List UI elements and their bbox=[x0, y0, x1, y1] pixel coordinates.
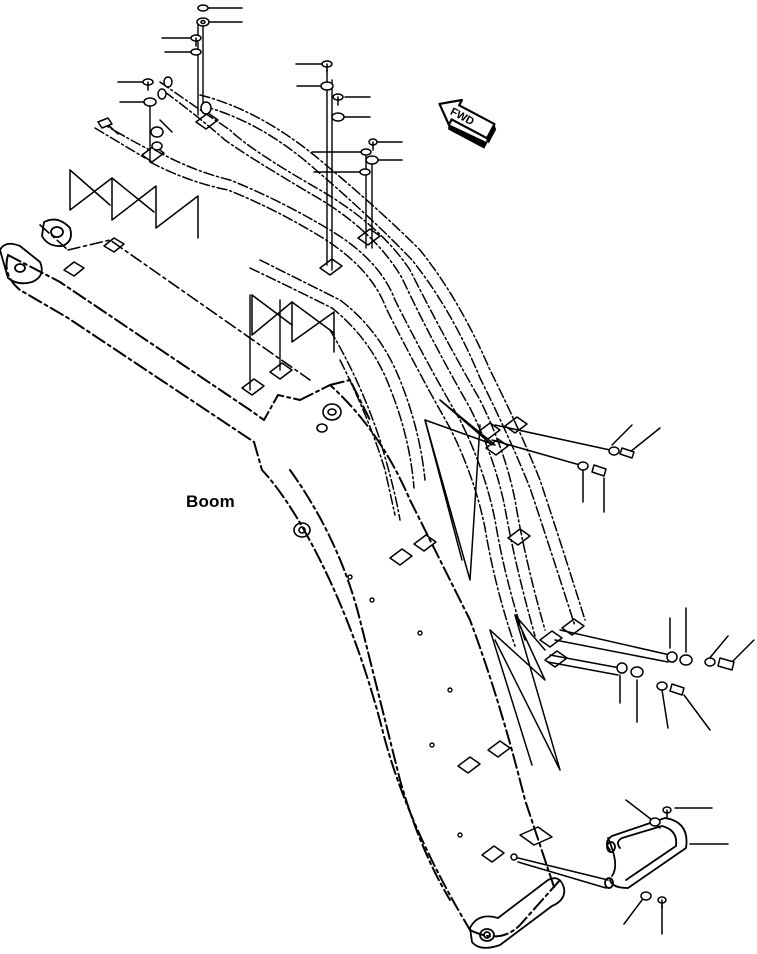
hydraulic-pipe-bundle-left bbox=[94, 81, 546, 647]
bolt-callouts-top bbox=[102, 7, 403, 173]
handrail bbox=[604, 817, 688, 889]
hydraulic-pipe-bundle-right bbox=[199, 94, 586, 627]
boom-cylinder-boss bbox=[293, 403, 342, 538]
bolts-right-lower bbox=[616, 651, 735, 696]
forward-direction-arrow-icon: FWD bbox=[438, 98, 497, 149]
boom-tip-eye bbox=[469, 877, 566, 949]
pipe-clamps bbox=[63, 112, 585, 863]
bolt-callouts-right-upper bbox=[491, 424, 661, 513]
boom-foot-eye bbox=[0, 218, 72, 285]
handrail-callouts bbox=[513, 799, 729, 935]
leader-zigzag-middle bbox=[251, 294, 335, 353]
leader-lines-vertical bbox=[149, 19, 373, 391]
leader-zigzag-right-2 bbox=[489, 614, 561, 771]
boom-rivet-dots bbox=[347, 574, 463, 838]
bolts-top bbox=[97, 4, 379, 176]
leader-zigzag-upper bbox=[69, 169, 199, 239]
bolt-callouts-right-lower bbox=[547, 607, 755, 731]
boom-label: Boom bbox=[186, 492, 235, 511]
leader-zigzag-right-1 bbox=[424, 399, 496, 581]
bolts-bottom bbox=[510, 806, 672, 909]
boom-top-plate bbox=[39, 224, 311, 381]
bolts-right-upper bbox=[577, 446, 635, 477]
boom-outline bbox=[5, 254, 561, 938]
